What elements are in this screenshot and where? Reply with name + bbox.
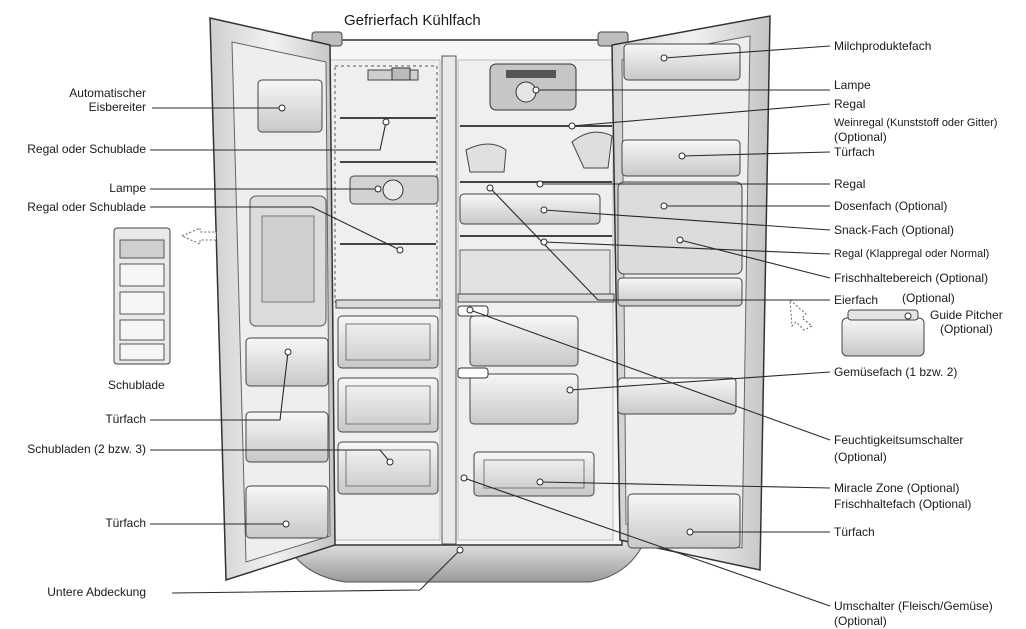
label-regal-schublade-1: Regal oder Schublade — [27, 142, 146, 156]
label-untere-abdeckung: Untere Abdeckung — [47, 585, 146, 599]
label-klappregal: Regal (Klappregal oder Normal) — [834, 248, 990, 260]
label-lampe-left: Lampe — [109, 181, 146, 195]
fridge-interior — [457, 63, 615, 497]
left-door — [209, 17, 336, 582]
label-regal-right-1: Regal — [834, 97, 866, 111]
label-optional-3: (Optional) — [940, 322, 993, 336]
label-weinregal: Weinregal (Kunststoff oder Gitter) — [834, 117, 998, 129]
leader-dots — [278, 54, 694, 554]
label-optional-4: (Optional) — [834, 450, 887, 464]
label-lampe-right: Lampe — [834, 78, 871, 92]
label-feuchtigkeit: Feuchtigkeitsumschalter — [834, 433, 964, 447]
label-regal-right-2: Regal — [834, 177, 866, 191]
leader-lines — [150, 45, 831, 607]
label-tuerfach-left-1: Türfach — [105, 412, 146, 426]
label-eierfach: Eierfach — [834, 293, 879, 307]
diagram-title: Gefrierfach Kühlfach — [344, 12, 481, 29]
label-tuerfach-right-1: Türfach — [834, 145, 875, 159]
label-optional-5: (Optional) — [834, 614, 887, 628]
label-schublade: Schublade — [108, 378, 165, 392]
label-gemuesefach: Gemüsefach (1 bzw. 2) — [834, 365, 958, 379]
label-eisbereiter: Eisbereiter — [88, 100, 146, 114]
label-optional-1: (Optional) — [834, 130, 887, 144]
label-automatischer: Automatischer — [69, 86, 146, 100]
guide-pitcher-inset — [789, 298, 925, 357]
label-milchproduktefach: Milchproduktefach — [834, 39, 932, 53]
label-optional-2: (Optional) — [902, 291, 955, 305]
label-miracle-zone: Miracle Zone (Optional) — [834, 481, 960, 495]
label-tuerfach-left-2: Türfach — [105, 516, 146, 530]
label-tuerfach-right-2: Türfach — [834, 525, 875, 539]
right-door — [571, 15, 771, 571]
label-schubladen: Schubladen (2 bzw. 3) — [27, 442, 146, 456]
drawer-inset — [113, 227, 217, 365]
label-guide-pitcher: Guide Pitcher — [930, 308, 1003, 322]
freezer-interior — [335, 67, 441, 495]
label-frischhaltebereich: Frischhaltebereich (Optional) — [834, 271, 989, 285]
label-snack-fach: Snack-Fach (Optional) — [834, 223, 955, 237]
label-frischhaltefach: Frischhaltefach (Optional) — [834, 497, 972, 511]
label-dosenfach: Dosenfach (Optional) — [834, 199, 948, 213]
label-umschalter: Umschalter (Fleisch/Gemüse) — [834, 599, 993, 613]
base-cover — [284, 539, 646, 583]
label-regal-schublade-2: Regal oder Schublade — [27, 200, 146, 214]
